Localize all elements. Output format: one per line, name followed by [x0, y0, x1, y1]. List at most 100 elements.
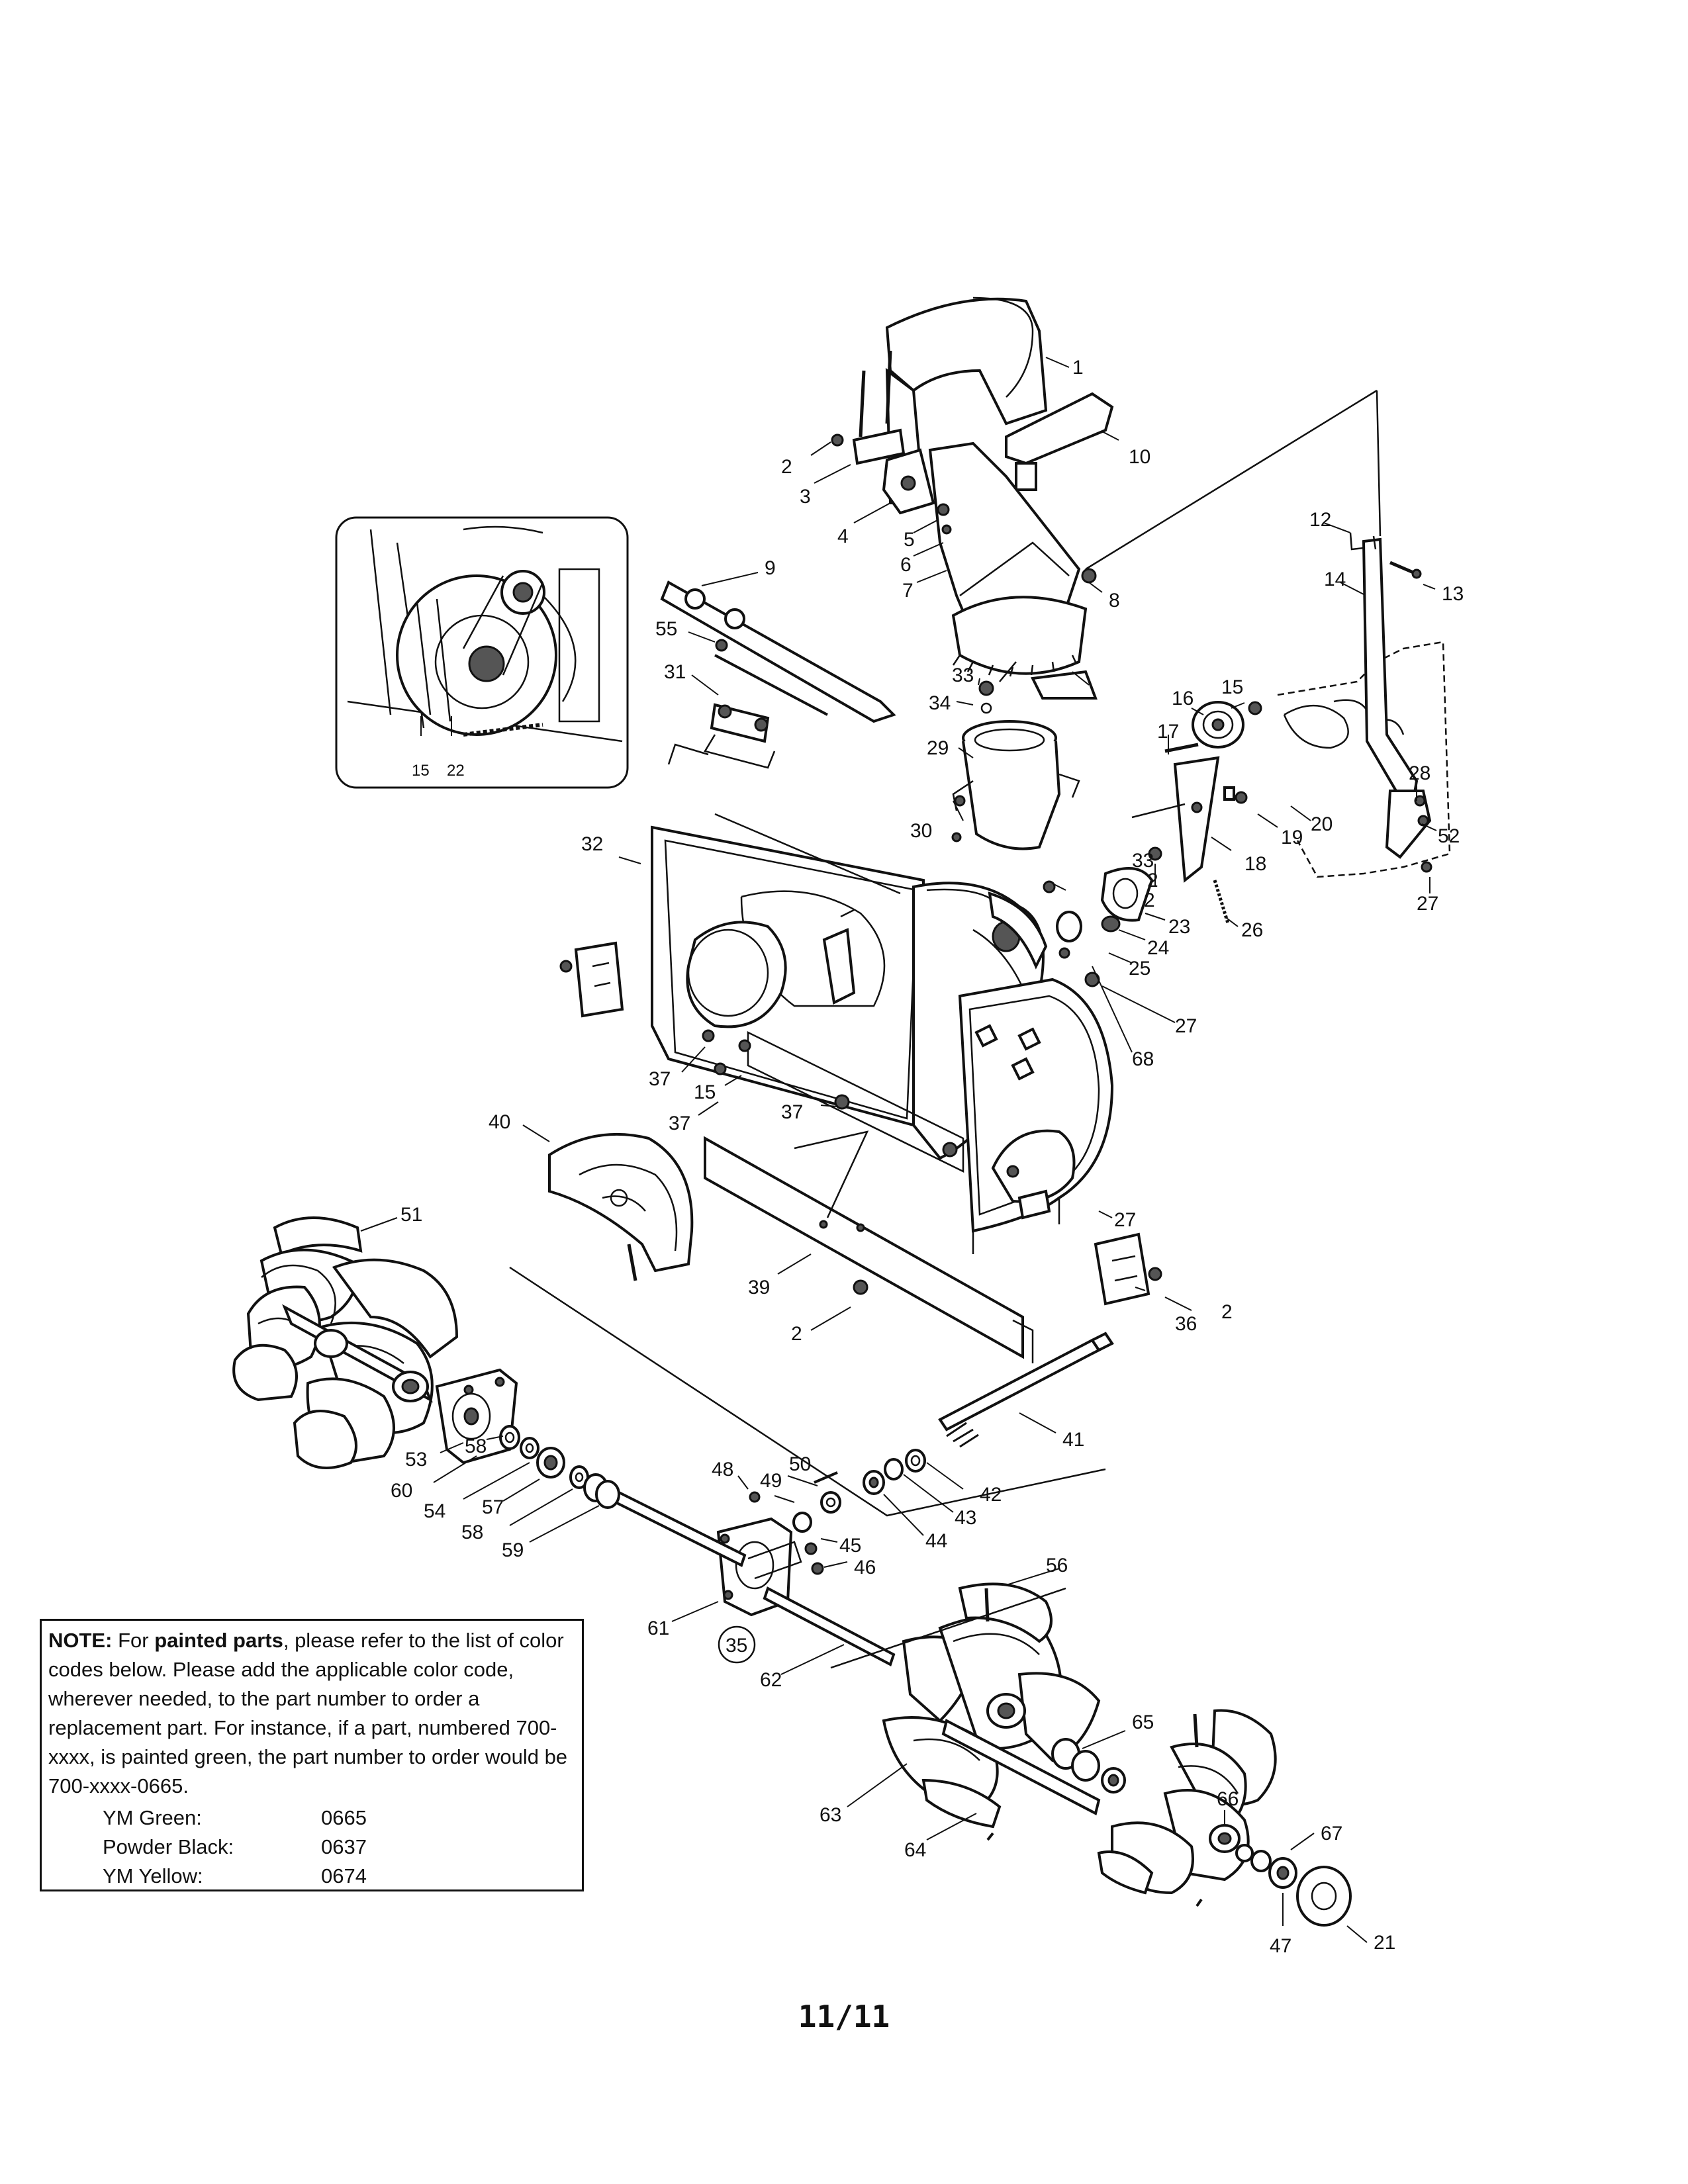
painted-parts-note: NOTE: For painted parts, please refer to…	[40, 1619, 584, 1891]
inset-detail: 15 22	[335, 516, 629, 789]
pulley-assembly	[1043, 701, 1262, 987]
left-auger-hardware	[435, 1368, 620, 1509]
callout: 8	[1109, 590, 1120, 612]
callout: 19	[1281, 827, 1303, 848]
callout: 37	[781, 1101, 803, 1123]
callout: 6	[900, 554, 912, 576]
callout: 25	[1129, 958, 1150, 979]
color-code-row: Powder Black: 0637	[103, 1833, 575, 1862]
callout: 23	[1168, 916, 1190, 938]
callout: 33	[952, 664, 974, 686]
callout: 43	[955, 1507, 976, 1529]
callout: 2	[791, 1323, 802, 1345]
callout: 50	[789, 1453, 811, 1475]
auger-housing	[651, 825, 1114, 1254]
callout: 67	[1321, 1823, 1342, 1844]
callout-labels: 1 2 3 4 5 6 7 8 9 10 12 13 14 55 31 33 3…	[391, 357, 1464, 1957]
callout: 2	[1221, 1301, 1233, 1323]
callout: 26	[1241, 919, 1263, 941]
callout: 56	[1046, 1555, 1068, 1576]
callout: 27	[1417, 893, 1438, 915]
skid-shoes	[559, 941, 1162, 1306]
callout: 27	[1114, 1209, 1136, 1231]
callout: 32	[581, 833, 603, 855]
chute-crank-bracket	[852, 350, 935, 515]
chute-handle	[1005, 392, 1114, 491]
note-lead: NOTE:	[48, 1629, 113, 1652]
callout: 42	[980, 1484, 1002, 1506]
callout: 49	[760, 1470, 782, 1492]
callout: 29	[927, 737, 949, 759]
note-emphasis: painted parts	[154, 1629, 283, 1652]
callout: 37	[649, 1068, 671, 1090]
callout: 37	[669, 1113, 690, 1134]
callout: 14	[1324, 569, 1346, 590]
engine-frame-outline	[1277, 641, 1451, 878]
callout: 66	[1217, 1788, 1239, 1810]
callout: 44	[925, 1530, 947, 1552]
callout: 40	[489, 1111, 510, 1133]
leader-lines	[360, 357, 1437, 1943]
callout: 68	[1132, 1048, 1154, 1070]
right-auger	[830, 1582, 1352, 1927]
belt-cover	[548, 1132, 694, 1281]
callout: 39	[748, 1277, 770, 1298]
shift-rod	[1085, 389, 1432, 873]
callout: 27	[1175, 1015, 1197, 1037]
callout: 9	[765, 557, 776, 579]
callout: 21	[1374, 1932, 1395, 1954]
note-text-1: For	[118, 1629, 149, 1652]
callout: 13	[1442, 583, 1464, 605]
lower-chute	[928, 441, 1098, 700]
color-name: YM Green:	[103, 1806, 202, 1829]
callout: 10	[1129, 446, 1150, 468]
callout: 3	[800, 486, 811, 508]
chute-hardware	[831, 433, 1097, 842]
color-code: 0674	[321, 1864, 367, 1888]
callout: 24	[1147, 937, 1169, 959]
color-name: YM Yellow:	[103, 1864, 203, 1888]
callout: 15	[694, 1081, 716, 1103]
callout: 1	[1072, 357, 1084, 379]
callout: 51	[400, 1204, 422, 1226]
chute-base	[952, 680, 1080, 850]
callout: 35	[726, 1635, 747, 1657]
callout: 7	[902, 580, 914, 602]
impeller-shaft	[660, 580, 896, 723]
callout: 20	[1311, 813, 1333, 835]
callout: 52	[1438, 825, 1460, 847]
callout: 58	[461, 1522, 483, 1543]
callout: 31	[664, 661, 686, 683]
color-code: 0637	[321, 1835, 367, 1858]
callout: 53	[405, 1449, 427, 1471]
callout: 33	[1132, 850, 1154, 872]
inset-label: 22	[447, 762, 465, 780]
inset-label: 15	[412, 762, 430, 780]
callout: 4	[837, 525, 849, 547]
callout: 65	[1132, 1711, 1154, 1733]
callout: 5	[904, 529, 915, 551]
callout: 2	[781, 456, 792, 478]
bearing-bracket	[704, 703, 776, 769]
callout: 2	[1147, 870, 1158, 891]
callout: 12	[1309, 509, 1331, 531]
callout: 63	[820, 1804, 841, 1826]
callout: 64	[904, 1839, 926, 1861]
color-code-row: YM Green: 0665	[103, 1803, 575, 1833]
callout: 18	[1244, 853, 1266, 875]
callout: 34	[929, 692, 951, 714]
color-code: 0665	[321, 1806, 367, 1829]
callout: 17	[1157, 721, 1179, 743]
callout: 2	[1144, 889, 1155, 911]
callout: 28	[1409, 762, 1430, 784]
note-text: NOTE: For painted parts, please refer to…	[48, 1626, 575, 1801]
callout: 60	[391, 1480, 412, 1502]
callout: 57	[482, 1496, 504, 1518]
color-code-list: YM Green: 0665 Powder Black: 0637 YM Yel…	[103, 1803, 575, 1891]
scraper-bar	[704, 1136, 1034, 1363]
callout: 16	[1172, 688, 1194, 709]
color-name: Powder Black:	[103, 1835, 234, 1858]
callout: 48	[712, 1459, 733, 1480]
gear-hardware	[749, 1449, 926, 1575]
